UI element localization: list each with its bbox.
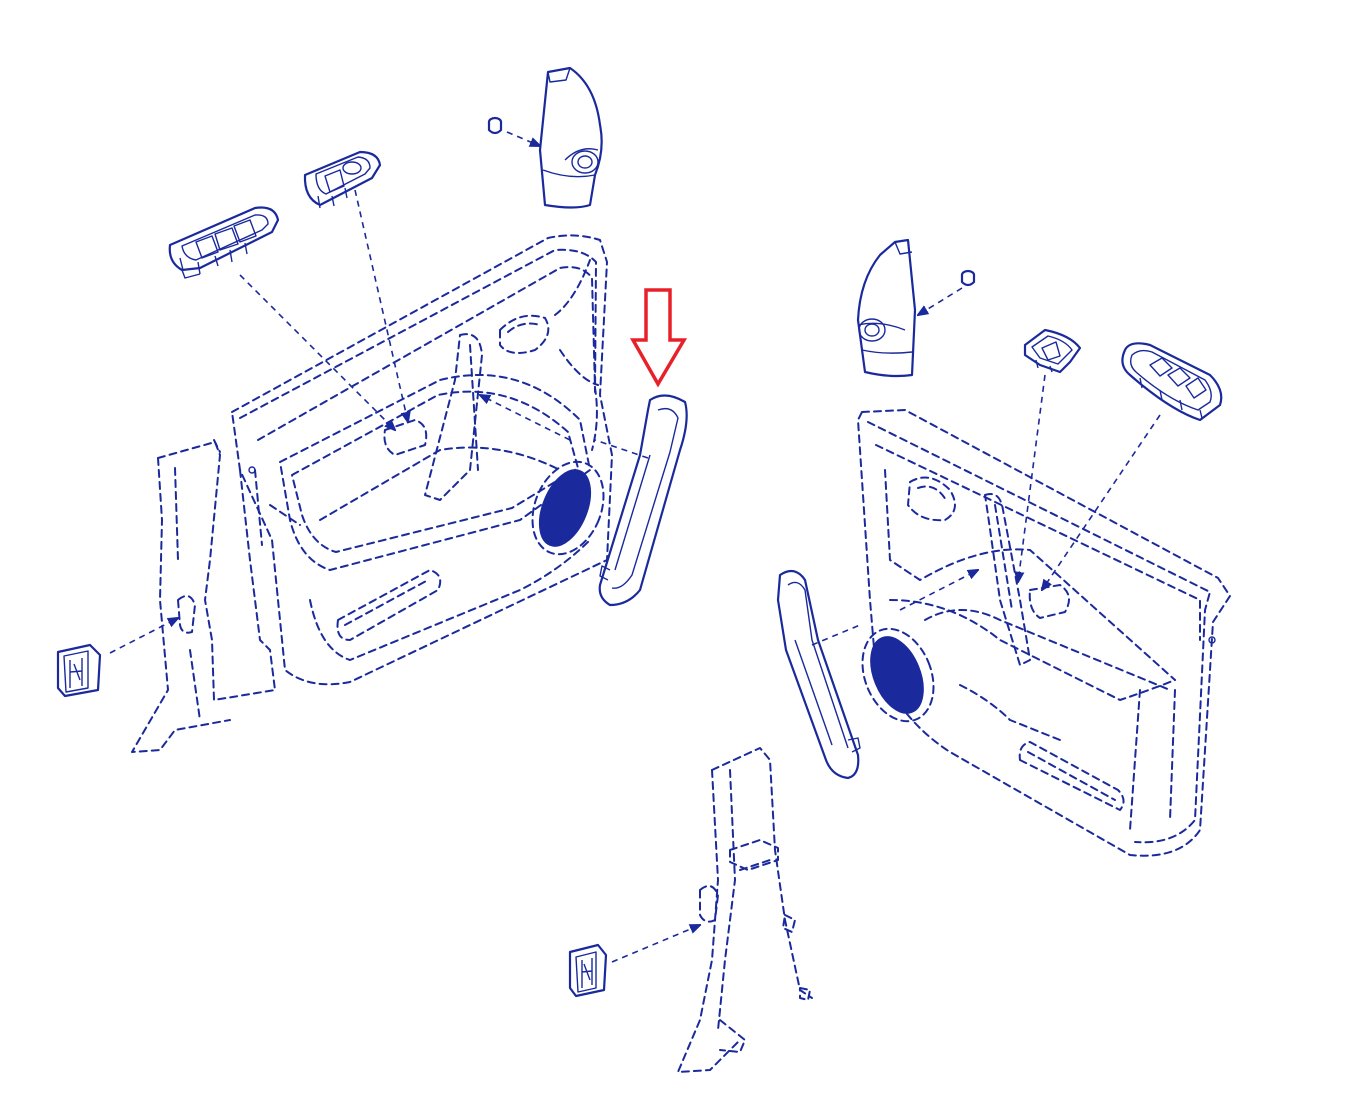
right-mirror-cover-clip — [960, 269, 976, 287]
right-door-pull-handle-trim — [776, 569, 861, 780]
left-speaker-grille — [531, 460, 605, 556]
left-b-pillar-trim — [131, 439, 276, 753]
left-mirror-sail-cover — [538, 66, 603, 209]
right-pillar-connector — [568, 943, 608, 998]
right-mirror-sail-cover — [856, 238, 917, 378]
right-speaker-grille — [861, 627, 935, 723]
left-door-panel — [231, 234, 613, 686]
right-b-pillar-trim — [677, 747, 813, 1073]
down-arrow-icon — [629, 288, 688, 388]
right-window-switch-master — [1121, 342, 1223, 422]
right-door-panel — [857, 409, 1231, 857]
left-window-switch-single — [303, 150, 382, 209]
right-window-switch-single — [1023, 328, 1082, 374]
left-window-switch-master — [168, 206, 280, 279]
left-pillar-connector — [56, 643, 102, 698]
left-mirror-cover-clip — [487, 116, 503, 135]
left-door-pull-handle-trim — [598, 394, 688, 607]
